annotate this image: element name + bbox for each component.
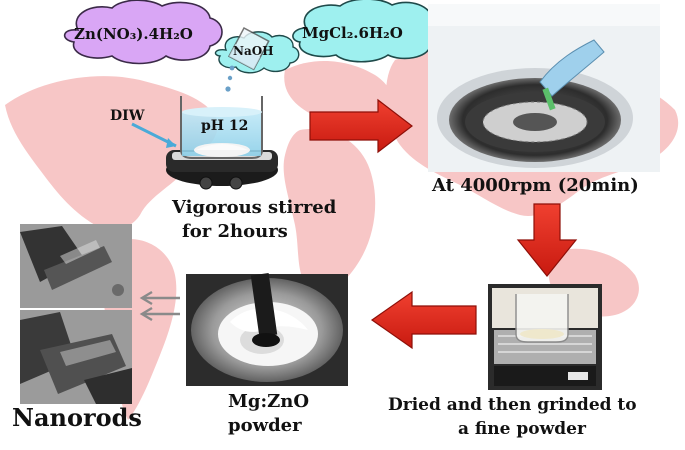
stir-step-line1: Vigorous stirred: [172, 197, 337, 218]
arrow-centrifuge-to-drying: [516, 203, 578, 277]
powder-label-line1: Mg:ZnO: [228, 391, 310, 412]
zinc-nitrate-label: Zn(NO₃).4H₂O: [74, 25, 193, 43]
beaker-hotplate-illustration: [166, 96, 278, 190]
mortar-powder-photo: [186, 273, 348, 386]
tem-image-top: [20, 224, 132, 308]
arrow-drying-to-powder: [370, 290, 477, 350]
drying-oven-photo: [488, 284, 602, 390]
stir-step-line2: for 2hours: [182, 221, 288, 242]
ph-label: pH 12: [201, 118, 249, 134]
naoh-label: NaOH: [233, 44, 274, 58]
magnesium-chloride-label: MgCl₂.6H₂O: [302, 24, 403, 42]
pouring-beaker-icon: [227, 26, 270, 71]
centrifuge-step-label: At 4000rpm (20min): [432, 175, 639, 196]
arrow-powder-to-nanorods-top: [139, 290, 180, 306]
arrow-powder-to-nanorods-bottom: [139, 306, 180, 322]
drying-step-line2: a fine powder: [458, 419, 586, 439]
tem-image-bottom: [20, 310, 132, 404]
droplets-icon: [225, 65, 235, 92]
arrow-stir-to-centrifuge: [309, 98, 413, 154]
zinc-nitrate-cloud: [63, 0, 223, 65]
centrifuge-photo: [428, 4, 660, 172]
diw-label: DIW: [110, 108, 145, 124]
diw-pointer-arrow: [131, 122, 177, 148]
nanorods-label: Nanorods: [12, 403, 142, 432]
drying-step-line1: Dried and then grinded to: [388, 395, 637, 415]
powder-label-line2: powder: [228, 415, 302, 436]
